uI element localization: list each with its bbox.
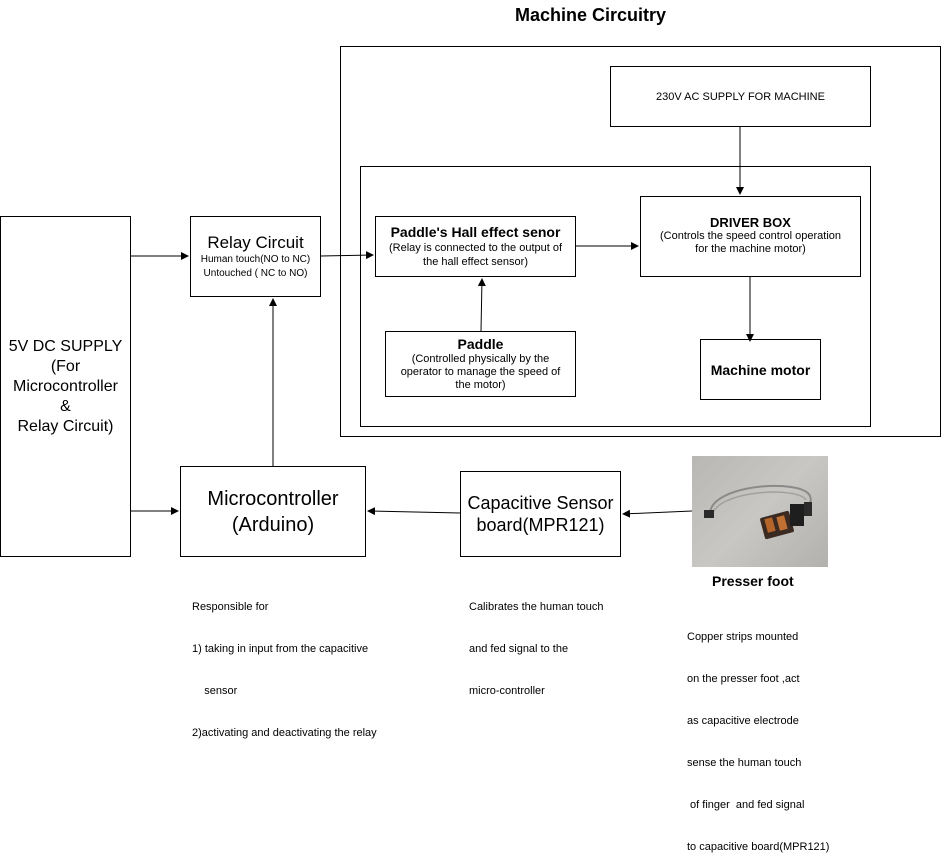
machine-inner-frame <box>360 166 871 427</box>
ac-supply-label: 230V AC SUPPLY FOR MACHINE <box>656 90 825 103</box>
dc-supply-line: Microcontroller <box>13 377 118 395</box>
arrow-presser-to-capacitive <box>622 509 693 518</box>
relay-touch-text: Human touch(NO to NC) <box>200 253 311 265</box>
presser-foot-label: Presser foot <box>712 573 794 589</box>
relay-circuit-box: Relay Circuit Human touch(NO to NC) Unto… <box>190 216 321 297</box>
paddle-box: Paddle (Controlled physically by the ope… <box>385 331 576 397</box>
diagram-title: Machine Circuitry <box>515 5 667 25</box>
note-line: on the presser foot ,act <box>687 673 800 685</box>
machine-motor-box: Machine motor <box>700 339 821 400</box>
hall-effect-sensor-box: Paddle's Hall effect senor (Relay is con… <box>375 216 576 277</box>
relay-title: Relay Circuit <box>207 232 304 252</box>
paddle-line: (Controlled physically by the <box>411 353 550 365</box>
note-line: Responsible for <box>192 601 269 613</box>
arrow-paddle-to-hall <box>477 278 486 332</box>
paddle-title: Paddle <box>457 336 504 352</box>
connector-arrows <box>131 127 754 518</box>
hall-sensor-line: the hall effect sensor) <box>423 256 528 268</box>
capacitive-label: board(MPR121) <box>476 515 605 535</box>
arrow-relay-to-hall <box>320 251 374 260</box>
dc-supply-line: & <box>60 397 71 415</box>
paddle-line: the motor) <box>455 379 506 391</box>
note-line: 1) taking in input from the capacitive <box>192 643 369 655</box>
dc-supply-line: (For <box>50 357 81 375</box>
capacitive-sensor-box: Capacitive Sensor board(MPR121) <box>460 471 621 557</box>
dc-supply-5v-box: 5V DC SUPPLY (For Microcontroller & Rela… <box>0 216 131 557</box>
driver-box: DRIVER BOX (Controls the speed control o… <box>640 196 861 277</box>
microcontroller-label: (Arduino) <box>231 513 315 536</box>
relay-untouched-text: Untouched ( NC to NO) <box>203 267 308 279</box>
driver-box-line: (Controls the speed control operation <box>660 230 841 242</box>
note-line: Copper strips mounted <box>687 631 799 643</box>
note-line: and fed signal to the <box>469 643 569 655</box>
arrow-capacitive-to-micro <box>367 507 461 516</box>
microcontroller-label: Microcontroller <box>207 487 339 510</box>
hall-sensor-title: Paddle's Hall effect senor <box>390 224 561 240</box>
note-line: to capacitive board(MPR121) <box>687 841 830 853</box>
driver-box-line: for the machine motor) <box>695 243 806 255</box>
driver-box-title: DRIVER BOX <box>710 215 791 230</box>
note-line: 2)activating and deactivating the relay <box>192 727 377 739</box>
dc-supply-line: Relay Circuit) <box>17 417 114 435</box>
capacitive-label: Capacitive Sensor <box>467 493 614 513</box>
note-line: Calibrates the human touch <box>469 601 604 613</box>
machine-motor-label: Machine motor <box>710 361 811 378</box>
note-line: as capacitive electrode <box>687 715 799 727</box>
microcontroller-box: Microcontroller (Arduino) <box>180 466 366 557</box>
ac-supply-box: 230V AC SUPPLY FOR MACHINE <box>610 66 871 127</box>
dc-supply-line: 5V DC SUPPLY <box>8 337 123 355</box>
note-line: of finger and fed signal <box>687 799 805 811</box>
note-line: sense the human touch <box>687 757 802 769</box>
paddle-line: operator to manage the speed of <box>400 366 561 378</box>
hall-sensor-line: (Relay is connected to the output of <box>388 242 563 254</box>
presser-foot-photo <box>692 456 828 567</box>
